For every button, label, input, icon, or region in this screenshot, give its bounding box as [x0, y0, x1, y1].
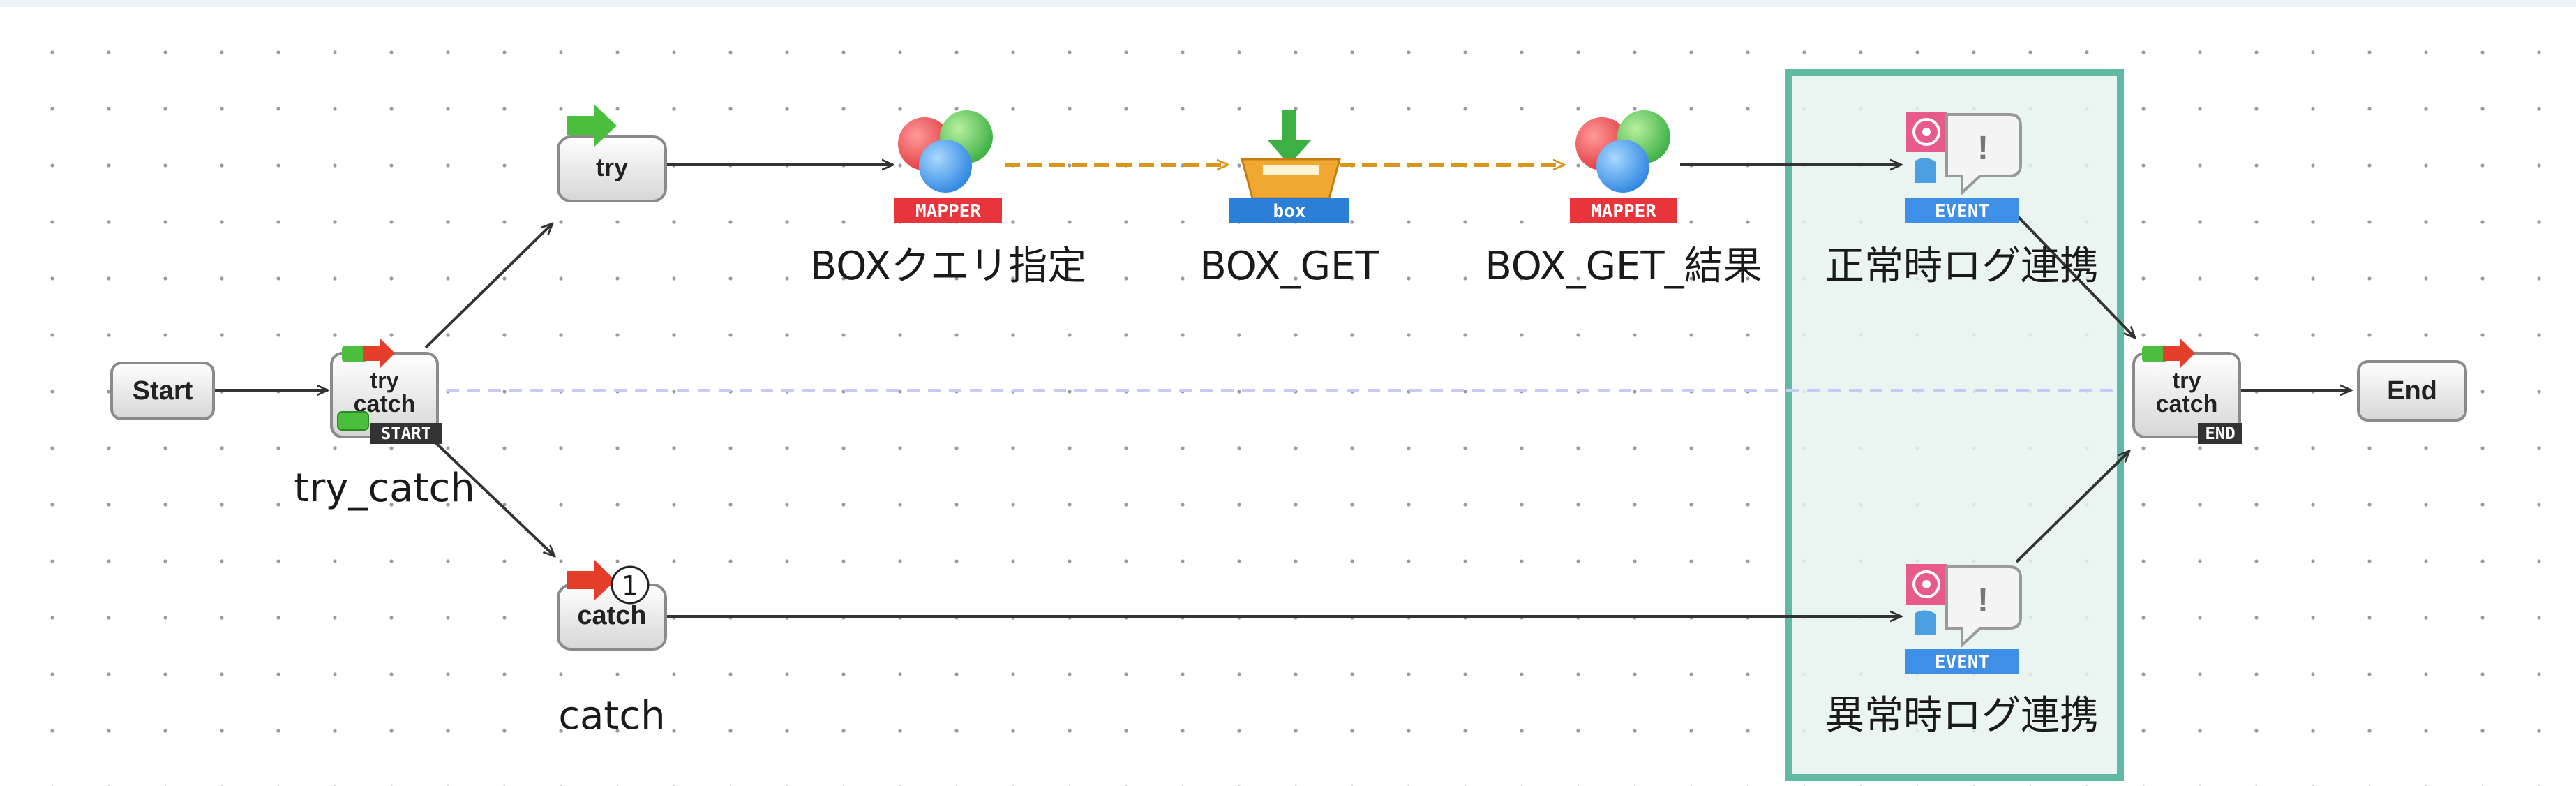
try-catch-end-node[interactable]: try catch END	[2132, 338, 2242, 444]
event-badge-text: EVENT	[1935, 652, 1989, 673]
mapper-badge	[894, 198, 1002, 223]
try-catch-label: try_catch	[294, 466, 474, 511]
event-icon: !	[1906, 564, 2022, 648]
marker-badge: 1	[611, 565, 650, 605]
mapper2-label: BOX_GET_結果	[1485, 244, 1762, 289]
green-bar-icon	[337, 411, 369, 431]
try-text: try	[596, 153, 628, 181]
event-badge-text: EVENT	[1935, 201, 1989, 222]
green-arrow-icon	[2142, 346, 2167, 362]
mapper-icon	[898, 110, 993, 193]
try-node[interactable]: try	[557, 105, 667, 202]
green-arrow-icon	[342, 346, 367, 362]
catch-marker-number: 1	[622, 570, 638, 601]
svg-text:!: !	[1977, 130, 1989, 167]
connector-eventerr-trycatchend[interactable]	[2015, 451, 2129, 563]
mapper1-node[interactable]: MAPPER	[894, 110, 1002, 223]
box-get-label: BOX_GET	[1199, 244, 1379, 289]
box-download-icon	[1241, 110, 1341, 200]
red-arrow-icon	[2163, 338, 2195, 369]
event-ok-label: 正常時ログ連携	[1825, 244, 2099, 289]
red-arrow-icon	[567, 560, 615, 600]
box-badge	[1229, 198, 1349, 223]
red-arrow-icon	[363, 338, 395, 369]
mapper-badge-text: MAPPER	[1591, 201, 1656, 222]
mapper-badge	[1570, 198, 1677, 223]
connector-eventok-trycatchend[interactable]	[2015, 214, 2135, 338]
mapper1-label: BOXクエリ指定	[810, 244, 1086, 289]
mapper-icon	[1575, 110, 1670, 193]
box-badge-text: box	[1273, 201, 1306, 222]
mapper-badge-text: MAPPER	[915, 201, 981, 222]
event-badge	[1905, 649, 2019, 674]
try-catch-start-try-text: try	[370, 368, 399, 393]
event-badge	[1905, 198, 2019, 223]
start-label: Start	[133, 376, 193, 406]
end-node[interactable]: End	[2357, 360, 2467, 422]
event-err-node[interactable]: ! EVENT	[1905, 564, 2022, 674]
start-badge	[370, 423, 442, 444]
end-badge-text: END	[2205, 424, 2235, 443]
try-catch-end-catch-text: catch	[2156, 391, 2218, 417]
try-catch-start-node[interactable]: try catch START	[330, 338, 442, 444]
box-get-node[interactable]: box	[1229, 110, 1349, 223]
event-err-label: 異常時ログ連携	[1825, 693, 2099, 739]
catch-text: catch	[577, 601, 646, 630]
start-node[interactable]: Start	[110, 362, 215, 420]
try-catch-end-try-text: try	[2173, 368, 2201, 393]
start-badge-text: START	[381, 424, 431, 443]
connector-trycatch-catch[interactable]	[433, 440, 555, 556]
mapper2-node[interactable]: MAPPER	[1570, 110, 1677, 223]
svg-text:!: !	[1977, 582, 1989, 619]
catch-node[interactable]: catch 1	[557, 560, 667, 651]
top-strip	[0, 0, 2576, 7]
event-ok-node[interactable]: ! EVENT	[1905, 112, 2022, 223]
end-label: End	[2387, 376, 2437, 406]
connector-trycatch-try[interactable]	[424, 223, 553, 349]
event-icon: !	[1906, 112, 2022, 196]
end-badge	[2198, 423, 2242, 444]
catch-label: catch	[558, 693, 665, 739]
green-arrow-icon	[567, 105, 617, 147]
connectors	[215, 165, 2351, 616]
